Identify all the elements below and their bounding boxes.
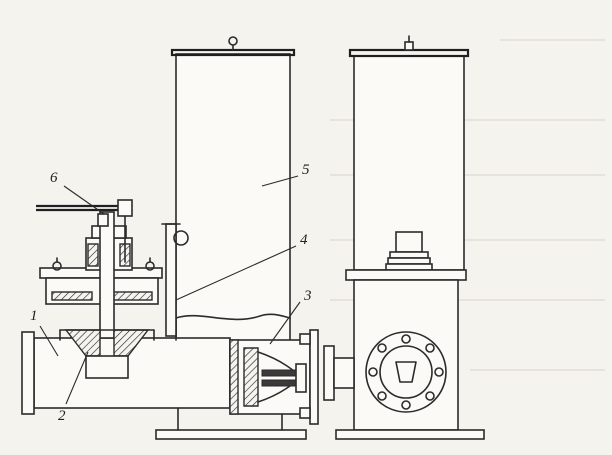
- cylinder-part-5: [170, 36, 296, 345]
- pipe-body-part-1: [21, 319, 231, 415]
- callout-1: 1: [30, 308, 38, 324]
- leader-lines: [39, 175, 301, 405]
- side-rod-part-4: [161, 223, 189, 337]
- front-base-plate: [155, 429, 307, 440]
- callout-5: 5: [302, 162, 310, 178]
- callout-2: 2: [58, 408, 66, 424]
- side-view: [323, 35, 485, 440]
- callout-4: 4: [300, 232, 308, 248]
- front-view: [21, 36, 319, 440]
- callout-6: 6: [50, 170, 58, 186]
- valve-housing: [39, 211, 163, 379]
- callout-3: 3: [303, 288, 312, 304]
- actuator-part-3: [229, 329, 319, 425]
- callout-labels: 6 1 2 3 4 5: [30, 162, 312, 424]
- lever-handle-part-6: [36, 199, 133, 263]
